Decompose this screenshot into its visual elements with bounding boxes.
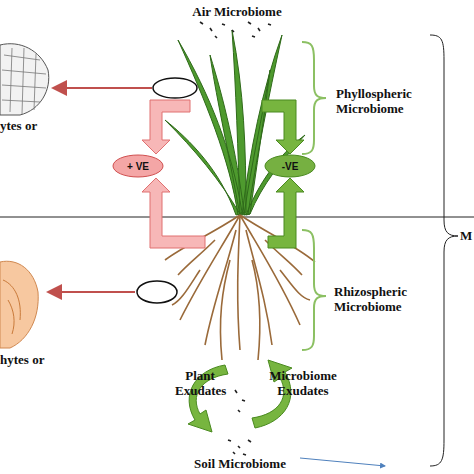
diagram-label: Microbiome Exudates bbox=[268, 368, 338, 398]
diagram-label: Plant Exudates bbox=[175, 368, 225, 398]
positive-arrow bbox=[142, 178, 205, 248]
group-bracket bbox=[302, 42, 326, 154]
effect-ellipse: -VE bbox=[264, 154, 316, 178]
cell-detail bbox=[3, 280, 20, 334]
zoom-circle bbox=[137, 281, 177, 303]
cell-outline bbox=[0, 261, 38, 348]
cell-image-top bbox=[0, 44, 49, 115]
diagram-label: Phyllospheric Microbiome bbox=[336, 86, 436, 116]
zoom-circle bbox=[153, 78, 197, 98]
pointer-arrow bbox=[300, 458, 385, 466]
positive-arrow bbox=[142, 100, 190, 154]
negative-arrow bbox=[268, 178, 304, 248]
diagram-label: Air Microbiome bbox=[167, 4, 307, 19]
effect-text: -VE bbox=[264, 154, 316, 178]
effect-text: + VE bbox=[112, 154, 164, 178]
diagram-label: Soil Microbiome bbox=[180, 456, 300, 471]
pointer-arrow bbox=[55, 87, 152, 89]
negative-arrow bbox=[262, 100, 304, 154]
cell-image-bottom bbox=[0, 261, 38, 348]
ellipse-shape bbox=[265, 155, 315, 177]
diagram-label: M bbox=[460, 228, 474, 243]
pointer-arrow bbox=[50, 291, 135, 293]
group-bracket bbox=[302, 230, 326, 350]
diagram-label: Rhizospheric Microbiome bbox=[334, 284, 434, 314]
diagram-label: ytes or bbox=[0, 118, 70, 133]
group-bracket bbox=[430, 35, 458, 466]
cell-grid bbox=[2, 48, 46, 114]
diagram-label: hytes or bbox=[0, 352, 70, 367]
ellipse-shape bbox=[113, 155, 163, 177]
cell-outline bbox=[0, 44, 49, 115]
effect-ellipse: + VE bbox=[112, 154, 164, 178]
